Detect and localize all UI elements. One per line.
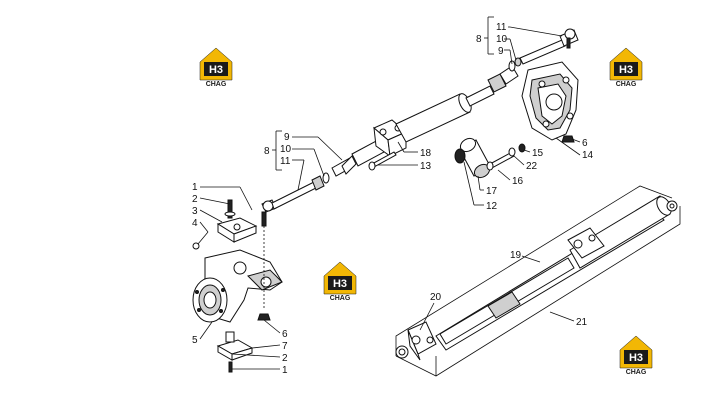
callout-labels: 11 8 10 9 9 8 10 11 18 13 17 12 16 22 15…	[192, 22, 594, 376]
callout-11: 11	[496, 22, 507, 33]
callout-10: 10	[496, 34, 508, 45]
callout-7: 7	[282, 341, 288, 352]
leader-lines	[197, 26, 581, 370]
callout-1: 1	[192, 182, 198, 193]
callout-13: 13	[420, 161, 432, 172]
watermark-logo: H3 CHAG	[619, 335, 653, 376]
callout-9: 9	[284, 132, 290, 143]
callout-20: 20	[430, 292, 442, 303]
logo-letters: H3	[209, 64, 223, 76]
logo-brand: CHAG	[206, 81, 227, 88]
bushing-and-pin	[454, 137, 526, 179]
logo-brand: CHAG	[626, 369, 647, 376]
callout-10: 10	[280, 144, 292, 155]
right-knuckle-housing	[521, 61, 579, 143]
callout-15: 15	[532, 148, 544, 159]
bracket-8-upper	[484, 16, 494, 55]
callout-12: 12	[486, 201, 498, 212]
callout-5: 5	[192, 335, 198, 346]
callout-19: 19	[510, 250, 522, 261]
callout-9: 9	[498, 46, 504, 57]
logo-letters: H3	[333, 278, 347, 290]
callout-22: 22	[526, 161, 538, 172]
callout-2: 2	[282, 353, 288, 364]
callout-11: 11	[280, 156, 291, 167]
callout-17: 17	[486, 186, 498, 197]
callout-18: 18	[420, 148, 432, 159]
watermark-logo: H3 CHAG	[609, 47, 643, 88]
steering-knuckle-assembly	[192, 199, 283, 373]
callout-6: 6	[282, 329, 288, 340]
callout-16: 16	[512, 176, 524, 187]
callout-21: 21	[576, 317, 588, 328]
right-tie-rod	[508, 28, 579, 72]
watermark-logo: H3 CHAG	[199, 47, 233, 88]
callout-1: 1	[282, 365, 288, 376]
axle-beam-assembly	[395, 185, 681, 377]
logo-letters: H3	[629, 352, 643, 364]
callout-8: 8	[476, 34, 482, 45]
callout-6: 6	[582, 138, 588, 149]
callout-3: 3	[192, 206, 198, 217]
bracket-8-lower	[272, 130, 282, 171]
central-cylinder	[341, 65, 519, 175]
callout-2: 2	[192, 194, 198, 205]
logo-brand: CHAG	[616, 81, 637, 88]
watermark-logo: H3 CHAG	[323, 261, 357, 302]
callout-8: 8	[264, 146, 270, 157]
callout-14: 14	[582, 150, 594, 161]
callout-4: 4	[192, 218, 198, 229]
logo-letters: H3	[619, 64, 633, 76]
logo-brand: CHAG	[330, 295, 351, 302]
